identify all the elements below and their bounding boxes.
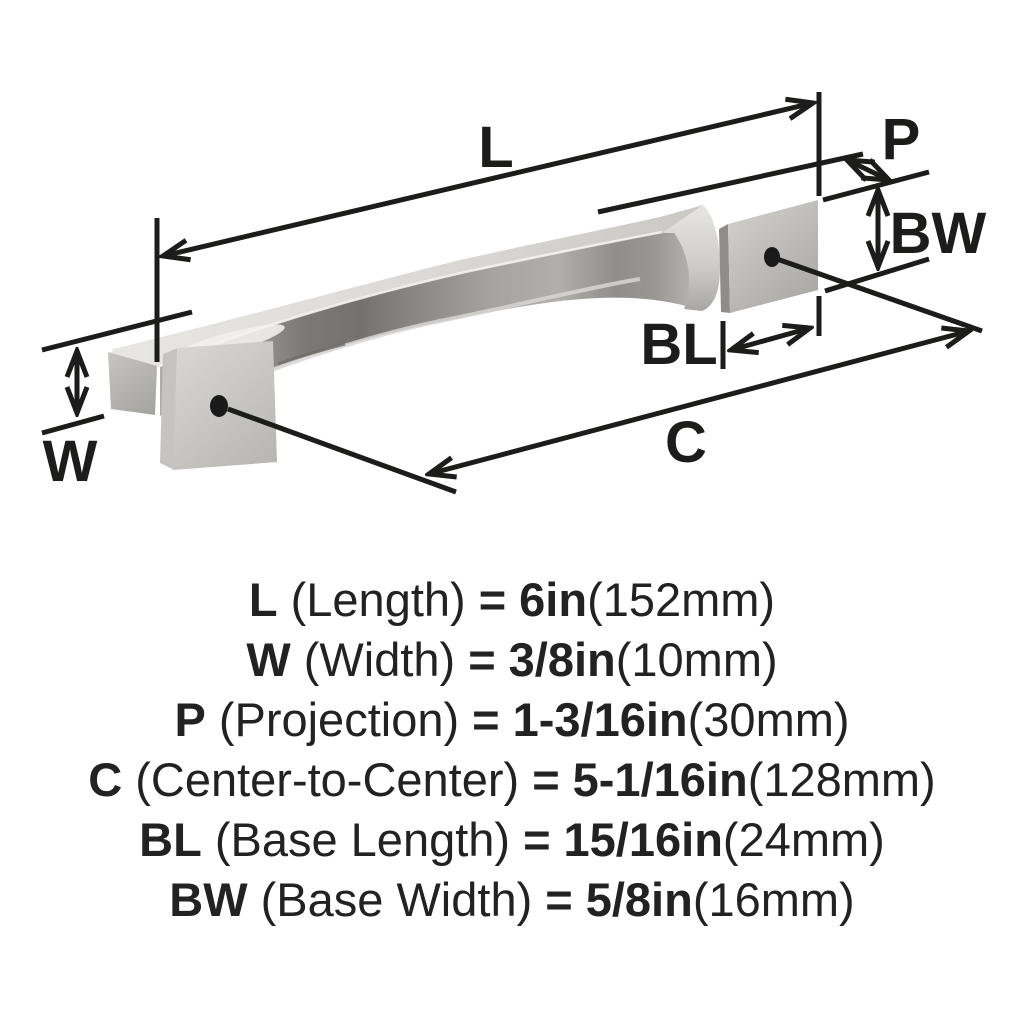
dimension-lines — [41, 92, 983, 495]
legend-symbol: BW — [169, 873, 248, 926]
legend-row: BW(Base Width)=5/8in(16mm) — [0, 870, 1024, 930]
legend-row: L(Length)=6in(152mm) — [0, 570, 1024, 630]
P-reference-upper — [597, 151, 864, 215]
label-P: P — [882, 107, 921, 172]
C-extension-left — [227, 406, 457, 495]
legend-name: (Width) — [303, 633, 456, 686]
legend-symbol: P — [174, 693, 206, 746]
W-reference-upper — [41, 309, 193, 353]
legend-row: W(Width)=3/8in(10mm) — [0, 630, 1024, 690]
legend-name: (Center-to-Center) — [135, 753, 520, 806]
BW-reference-lower — [824, 256, 930, 294]
C-extension-right — [776, 256, 983, 334]
legend-equals: = — [545, 873, 573, 926]
legend-value: 3/8in — [508, 633, 616, 686]
legend-row: P(Projection)=1-3/16in(30mm) — [0, 690, 1024, 750]
dimension-W — [41, 309, 193, 436]
label-BL: BL — [640, 312, 717, 377]
left-foot-side — [160, 348, 178, 470]
legend-row: BL(Base Length)=15/16in(24mm) — [0, 810, 1024, 870]
legend-name: (Base Length) — [214, 813, 511, 866]
legend-symbol: BL — [139, 813, 202, 866]
legend-symbol: C — [88, 753, 123, 806]
legend-value: 5/8in — [585, 873, 693, 926]
legend-name: (Length) — [290, 573, 466, 626]
legend-name: (Projection) — [218, 693, 460, 746]
right-screw-hole — [764, 247, 780, 267]
left-foot-seam-shadow — [277, 342, 346, 366]
legend-equals: = — [468, 633, 496, 686]
left-screw-hole — [210, 395, 228, 417]
legend-metric: (128mm) — [747, 753, 936, 806]
legend-metric: (10mm) — [615, 633, 778, 686]
dimension-BW — [824, 190, 930, 294]
measurement-legend: L(Length)=6in(152mm) W(Width)=3/8in(10mm… — [0, 570, 1024, 930]
legend-metric: (152mm) — [587, 573, 776, 626]
P-arrow — [847, 160, 889, 180]
W-reference-lower — [41, 413, 105, 436]
legend-metric: (24mm) — [722, 813, 885, 866]
dimension-C — [227, 256, 983, 495]
legend-equals: = — [478, 573, 507, 626]
legend-symbol: L — [248, 573, 278, 626]
legend-symbol: W — [246, 633, 291, 686]
dimension-diagram: L P BW BL C W — [41, 92, 987, 495]
legend-metric: (30mm) — [687, 693, 850, 746]
legend-equals: = — [532, 753, 560, 806]
legend-value: 6in — [519, 573, 588, 626]
label-C: C — [665, 410, 707, 475]
legend-value: 5-1/16in — [572, 753, 748, 806]
handle-bar-end-face — [108, 352, 157, 415]
legend-value: 1-3/16in — [512, 693, 688, 746]
label-BW: BW — [890, 201, 987, 266]
label-W: W — [43, 429, 98, 494]
dimension-labels: L P BW BL C W — [43, 107, 987, 494]
legend-equals: = — [523, 813, 551, 866]
legend-row: C(Center-to-Center)=5-1/16in(128mm) — [0, 750, 1024, 810]
legend-name: (Base Width) — [260, 873, 533, 926]
L-dimension-line — [163, 103, 813, 256]
C-dimension-line — [429, 331, 969, 474]
label-L: L — [478, 115, 513, 180]
legend-metric: (16mm) — [692, 873, 855, 926]
dimension-L — [154, 92, 822, 362]
legend-value: 15/16in — [563, 813, 723, 866]
BL-arrow — [731, 328, 810, 350]
legend-equals: = — [472, 693, 500, 746]
